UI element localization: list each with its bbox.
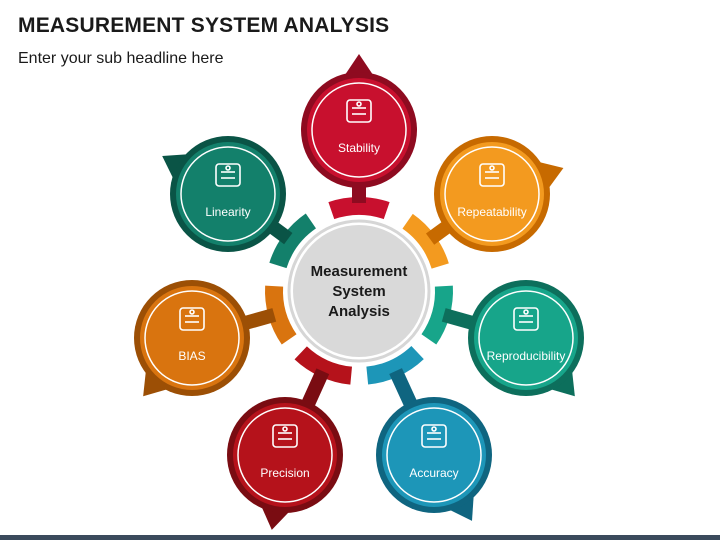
node-inner-ring (180, 146, 276, 242)
node-fill (474, 286, 578, 390)
node-label: Reproducibility (487, 349, 566, 363)
bottom-bar (0, 535, 720, 540)
node-label: Linearity (205, 205, 250, 219)
node-label: BIAS (178, 349, 205, 363)
node-label: Stability (338, 141, 380, 155)
ring-arc-3 (366, 346, 424, 385)
center-hub: Measurement System Analysis (287, 219, 431, 363)
node-fill (233, 403, 337, 507)
node-precision: Precision (227, 397, 343, 513)
page-subtitle: Enter your sub headline here (18, 50, 224, 67)
node-inner-ring (444, 146, 540, 242)
target-chart-icon (421, 424, 447, 448)
ring-arc-4 (294, 346, 352, 385)
node-inner-ring (237, 407, 333, 503)
node-label: Repeatability (457, 205, 526, 219)
node-fill (176, 142, 280, 246)
node-inner-ring (311, 82, 407, 178)
gear-cycle-icon (479, 163, 505, 187)
balance-scale-icon (346, 99, 372, 123)
node-inner-ring (144, 290, 240, 386)
ring-arcs (265, 196, 453, 385)
justice-scale-icon (179, 307, 205, 331)
center-label-line-1: Measurement (311, 263, 408, 280)
node-inner-ring (386, 407, 482, 503)
page-title: MEASUREMENT SYSTEM ANALYSIS (18, 14, 390, 37)
ring-arc-5 (265, 285, 297, 345)
node-fill (440, 142, 544, 246)
node-bias: BIAS (134, 280, 250, 396)
ring-arc-6 (269, 213, 316, 269)
filing-cabinet-icon (215, 163, 241, 187)
document-refresh-icon (513, 307, 539, 331)
center-circle (293, 225, 425, 357)
ring-arc-1 (402, 213, 449, 269)
node-accuracy: Accuracy (376, 397, 492, 513)
node-inner-ring (478, 290, 574, 386)
ring-arc-2 (421, 285, 453, 345)
node-fill (140, 286, 244, 390)
center-label-line-2: System (332, 283, 385, 300)
node-label: Accuracy (409, 466, 458, 480)
node-fill (307, 78, 411, 182)
ring-arc-0 (328, 196, 390, 220)
node-label: Precision (260, 466, 309, 480)
node-group: StabilityRepeatabilityReproducibilityAcc… (134, 72, 584, 513)
node-reproducibility: Reproducibility (468, 280, 584, 396)
node-linearity: Linearity (170, 136, 286, 252)
node-fill (382, 403, 486, 507)
node-repeatability: Repeatability (434, 136, 550, 252)
dart-target-icon (272, 424, 298, 448)
node-stability: Stability (301, 72, 417, 188)
center-label-line-3: Analysis (328, 303, 390, 320)
